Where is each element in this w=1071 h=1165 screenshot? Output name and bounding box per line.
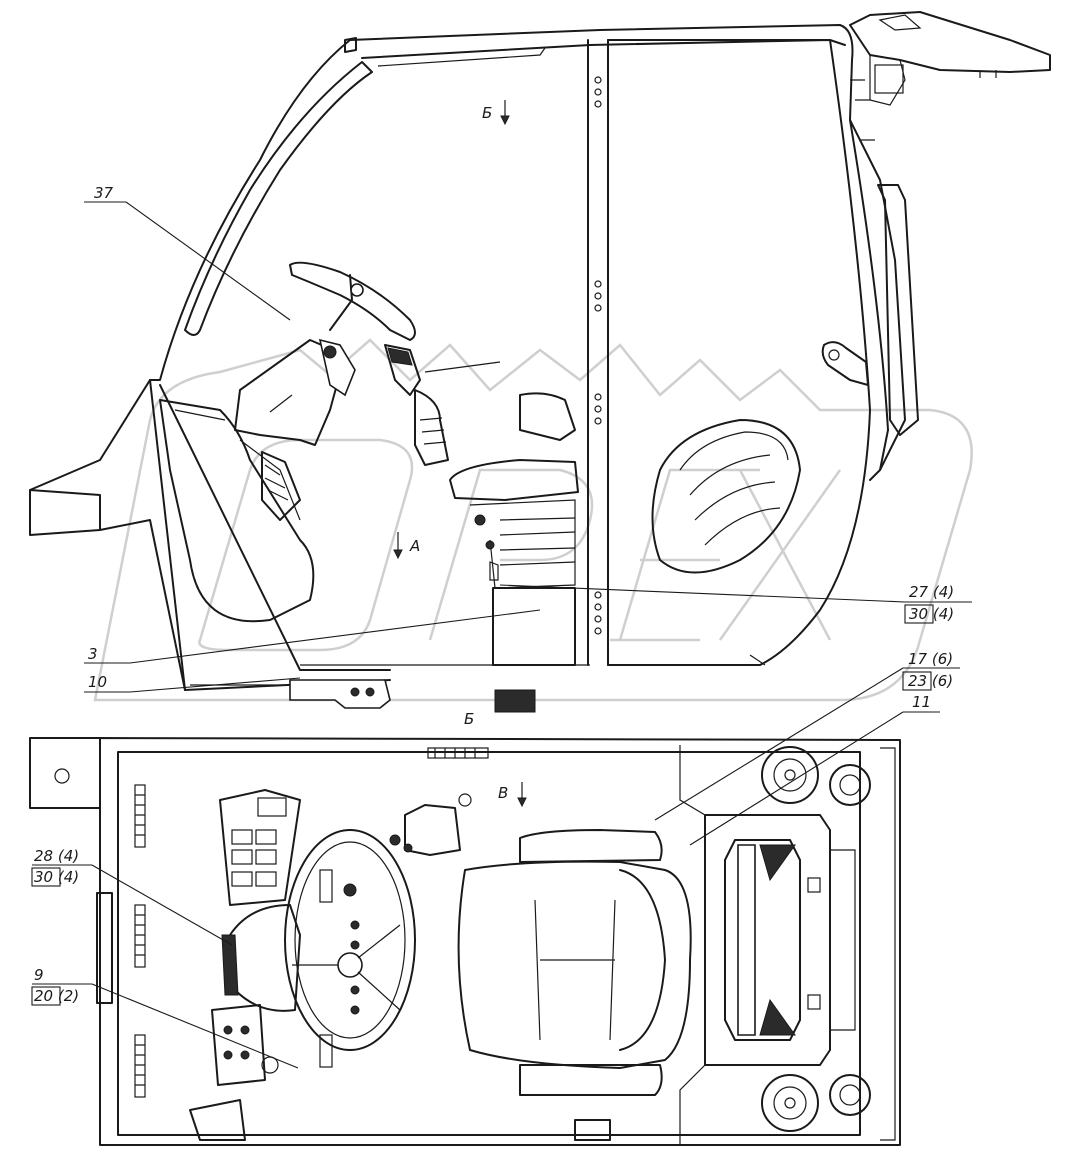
callout-label-17: 17 (6)	[908, 650, 953, 668]
callout-17-23: 17 (6) 23 (6)	[654, 650, 960, 821]
rear-compartment	[704, 814, 856, 1066]
callout-label-27: 27 (4)	[909, 583, 954, 601]
callout-label-23: 23 (6)	[908, 672, 953, 690]
center-pillar	[587, 39, 609, 666]
view-marker-b-bottom: Б	[464, 710, 474, 728]
dashboard	[159, 399, 315, 623]
callout-label-20: 20 (2)	[34, 987, 79, 1005]
callout-label-3: 3	[88, 645, 98, 663]
callout-37: 37	[84, 184, 291, 321]
steering-wheel	[221, 829, 416, 1068]
joystick	[384, 344, 501, 466]
view-marker-a: А	[393, 532, 420, 560]
view-label-a: А	[409, 537, 420, 555]
side-vents	[134, 784, 146, 1098]
view-label-b-bottom: Б	[464, 710, 474, 728]
callout-10: 10	[84, 673, 301, 693]
view-marker-b-top: Б	[482, 100, 510, 126]
cab-side-view	[29, 11, 1051, 713]
roof-mount	[849, 11, 1051, 73]
joystick-plan	[404, 804, 461, 856]
cab-front-pillar	[149, 39, 351, 381]
callout-label-37: 37	[94, 184, 114, 202]
seat-side	[449, 392, 579, 666]
bottom-bracket	[289, 679, 391, 709]
callout-label-30a: 30 (4)	[909, 605, 954, 623]
plan-outline	[29, 737, 101, 809]
callout-27-30: 27 (4) 30 (4)	[499, 583, 972, 624]
view-label-v: В	[498, 784, 508, 802]
callout-28-30: 28 (4) 30 (4)	[31, 847, 233, 946]
callout-3: 3	[84, 609, 541, 664]
view-label-b-top: Б	[482, 104, 492, 122]
callout-9-20: 9 20 (2)	[31, 966, 299, 1069]
cab-roof	[349, 24, 906, 481]
rear-window-grille	[651, 419, 801, 574]
callout-label-28: 28 (4)	[34, 847, 79, 865]
callout-11: 11	[689, 693, 940, 846]
cab-top-view	[29, 737, 901, 1146]
rear-handle	[877, 184, 919, 436]
seat-plan	[457, 829, 692, 1096]
callout-label-11: 11	[912, 693, 931, 711]
view-marker-v: В	[498, 782, 527, 808]
steering-column	[234, 261, 416, 521]
switch-panel	[211, 789, 301, 1086]
callout-label-10: 10	[88, 673, 107, 691]
cab-floor	[29, 379, 391, 691]
callout-label-30b: 30 (4)	[34, 868, 79, 886]
rear-wheels	[761, 746, 871, 1132]
callout-label-9: 9	[34, 966, 44, 984]
